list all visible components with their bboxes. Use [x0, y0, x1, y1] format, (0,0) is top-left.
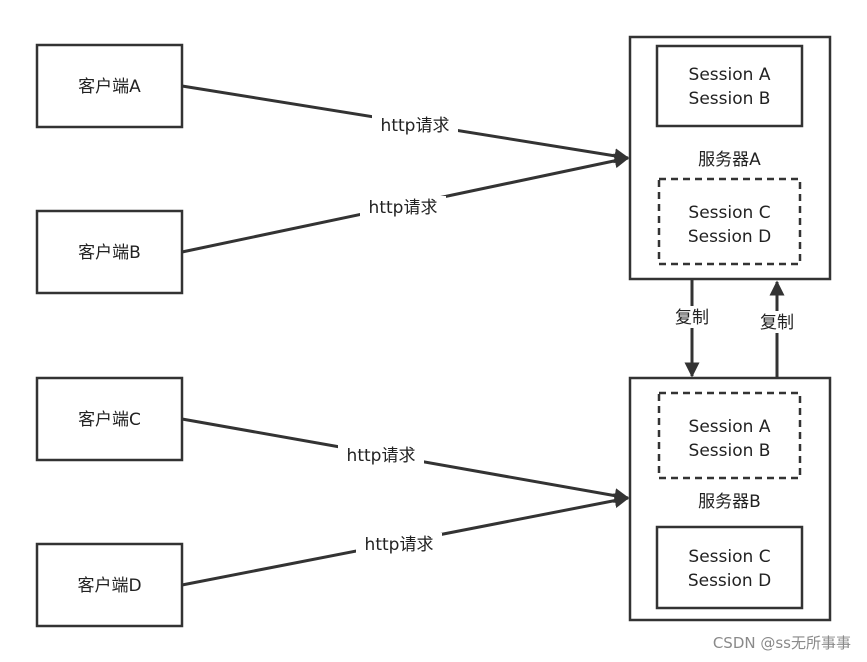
request-label-c: http请求	[347, 446, 416, 466]
server-a-session-2: Session B	[689, 89, 771, 109]
client-a: 客户端A	[35, 43, 184, 129]
replicate-label-up: 复制	[760, 313, 794, 333]
server-b-session-box-solid	[655, 525, 804, 610]
client-b: 客户端B	[35, 209, 184, 295]
server-a-label: 服务器A	[698, 150, 761, 170]
server-a: Session A Session B 服务器A Session C Sessi…	[628, 35, 832, 281]
server-b-label: 服务器B	[698, 492, 761, 512]
watermark: CSDN @ss无所事事	[713, 634, 851, 652]
client-c: 客户端C	[35, 376, 184, 462]
server-b-session-1: Session A	[689, 417, 771, 437]
client-a-label: 客户端A	[78, 77, 141, 97]
client-b-label: 客户端B	[78, 243, 141, 263]
server-a-session-box-dashed	[657, 177, 802, 266]
server-a-session-box-solid	[655, 44, 804, 128]
server-a-session-4: Session D	[688, 227, 771, 247]
client-d-label: 客户端D	[77, 576, 141, 596]
request-label-d: http请求	[365, 535, 434, 555]
request-label-b: http请求	[369, 198, 438, 218]
server-a-session-1: Session A	[689, 65, 771, 85]
server-b-session-box-dashed	[657, 391, 802, 480]
replicate-label-down: 复制	[675, 308, 709, 328]
server-b-session-3: Session C	[688, 547, 770, 567]
client-c-label: 客户端C	[78, 410, 141, 430]
server-b-session-4: Session D	[688, 571, 771, 591]
server-b: Session A Session B 服务器B Session C Sessi…	[628, 376, 832, 622]
server-a-session-3: Session C	[688, 203, 770, 223]
server-b-session-2: Session B	[689, 441, 771, 461]
request-label-a: http请求	[381, 116, 450, 136]
client-d: 客户端D	[35, 542, 184, 628]
